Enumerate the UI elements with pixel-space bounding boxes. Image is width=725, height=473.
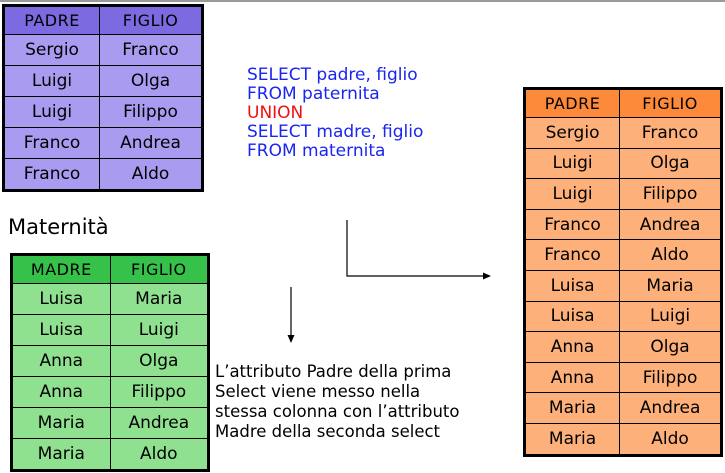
table-cell: Luigi [523,178,621,210]
table-cell: Sergio [2,34,101,66]
explanation-note: L’attributo Padre della prima Select vie… [215,362,460,442]
table-cell: Franco [619,117,722,149]
note-line: Madre della seconda select [215,422,441,441]
down-arrow-icon [287,287,295,343]
sql-line: SELECT padre, figlio [247,65,418,85]
sql-query: SELECT padre, figlio FROM paternita UNIO… [247,66,423,161]
table-cell: Andrea [619,392,722,424]
note-line: Select viene messo nella [215,382,421,401]
table-cell: Franco [2,158,101,191]
top-divider [0,0,725,2]
maternita-title: Maternità [8,215,109,239]
table-cell: Luisa [523,269,621,302]
column-header-figlio: FIGLIO [619,88,722,118]
table-cell: Luisa [523,300,621,333]
table-cell: Filippo [99,96,203,128]
column-header-madre: MADRE [11,254,111,284]
table-cell: Luigi [2,65,101,97]
table-cell: Luigi [619,300,722,333]
table-header-row: PADRE FIGLIO [523,88,722,118]
table-cell: Franco [523,239,621,271]
table-cell: Aldo [619,422,722,456]
table-cell: Olga [109,345,210,377]
table-cell: Filippo [619,361,722,394]
column-header-padre: PADRE [523,88,621,118]
table-cell: Filippo [109,376,210,408]
table-cell: Maria [619,269,722,302]
elbow-arrow-icon [346,220,491,280]
table-cell: Luisa [11,314,111,346]
table-cell: Franco [2,127,101,159]
table-cell: Maria [11,438,111,471]
table-cell: Luigi [523,147,621,180]
table-header-row: MADRE FIGLIO [11,254,210,284]
table-cell: Franco [523,208,621,241]
table-cell: Luigi [2,96,101,128]
table-cell: Aldo [99,158,203,191]
table-cell: Olga [619,331,722,363]
sql-line: FROM paternita [247,84,380,104]
table-cell: Olga [619,147,722,180]
table-cell: Maria [523,422,621,456]
table-header-row: PADRE FIGLIO [2,5,203,35]
table-cell: Sergio [523,117,621,149]
table-cell: Franco [99,34,203,66]
table-cell: Maria [11,407,111,439]
table-cell: Luigi [109,314,210,346]
sql-union-keyword: UNION [247,103,304,123]
sql-line: SELECT madre, figlio [247,122,424,142]
table-cell: Maria [109,283,210,315]
table-cell: Anna [11,345,111,377]
table-cell: Maria [523,392,621,424]
table-cell: Anna [523,331,621,363]
table-cell: Luisa [11,283,111,315]
table-cell: Andrea [619,208,722,241]
table-cell: Anna [523,361,621,394]
sql-line: FROM maternita [247,141,386,161]
column-header-figlio: FIGLIO [99,5,203,35]
note-line: L’attributo Padre della prima [215,362,452,381]
table-cell: Aldo [619,239,722,271]
table-cell: Aldo [109,438,210,471]
table-cell: Andrea [99,127,203,159]
table-cell: Filippo [619,178,722,210]
note-line: stessa colonna con l’attributo [215,402,460,421]
